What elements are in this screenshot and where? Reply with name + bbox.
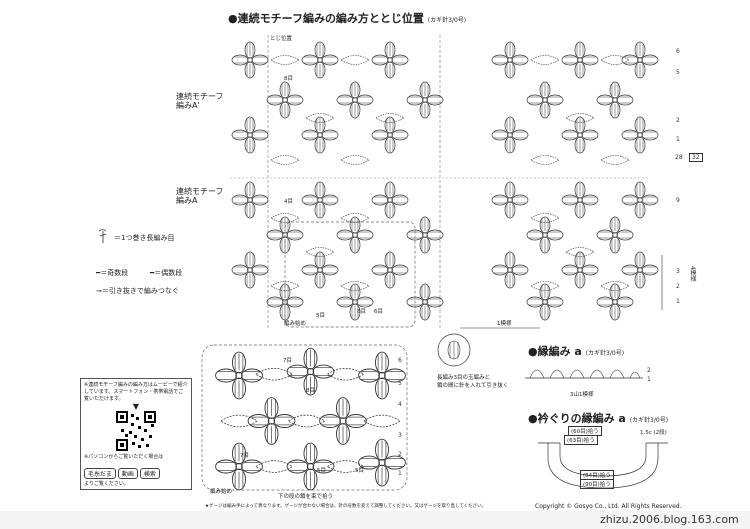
zoom-start-label: 編み始め — [210, 489, 233, 495]
collar-width: 1.5c (2段) — [640, 430, 667, 436]
collar-pick-4: (90目)拾う — [580, 479, 614, 489]
edge-a-row: 2 — [647, 367, 651, 374]
watermark: zhizu.2006.blog.163.com — [600, 513, 739, 526]
qr-panel: ※連続モチーフ編みの編み方はムービーで紹介しています。スマートフォン・携帯電話で… — [80, 378, 192, 490]
row-marker: 28 — [675, 154, 683, 161]
row-box-label: 32 — [689, 153, 703, 162]
stitch-count: 4目 — [284, 199, 293, 205]
bead-detail-drawing — [437, 333, 471, 367]
page-title: ●連続モチーフ編みの編み方ととじ位置 (カギ針3/0号) — [228, 12, 467, 25]
row-marker: 3 — [676, 268, 680, 275]
zoom-row-marker: 5 — [398, 380, 402, 387]
legend-slip-join: ⊸＝引き抜きで編みつなぐ — [96, 287, 179, 295]
edge-a-row: 1 — [647, 376, 651, 383]
row-marker: 2 — [676, 283, 680, 290]
legend-even-row: ━＝偶数段 — [150, 269, 183, 277]
hook-note: (カギ針3/0号) — [427, 17, 467, 24]
row-marker: 1 — [676, 136, 680, 143]
qr-code[interactable] — [116, 411, 156, 451]
zoom-lace-chart — [201, 344, 408, 491]
even-row-icon: ━ — [150, 269, 155, 277]
qr-intro: ※連続モチーフ編みの編み方はムービーで紹介しています。スマートフォン・携帯電話で… — [84, 382, 188, 402]
stitch-count: 5目 — [316, 313, 325, 319]
motif-a-prime-label: 連続モチーフ 編みA' — [176, 92, 224, 110]
zoom-row-marker: 1 — [398, 470, 402, 477]
row-marker: 1 — [676, 298, 680, 305]
row-marker: 2 — [676, 117, 680, 124]
row-marker: 6 — [676, 48, 680, 55]
after-button-note: よりご覧ください。 — [84, 481, 129, 487]
bead-note: 長編み3目の玉編みと 鎖の間に針を入れて引き抜く — [437, 375, 509, 389]
zoom-bottom-note: 下の段の鎖を束で拾う — [278, 494, 334, 500]
edge-a-repeat: 3山1模様 — [570, 392, 594, 398]
search-button[interactable]: 検索 — [139, 468, 160, 479]
copyright: Copyright © Gosyo Co., Ltd. All Rights R… — [535, 503, 682, 510]
zoom-stitch-count: 7目 — [283, 358, 292, 364]
stitch-count: 8目 — [284, 76, 293, 82]
treble-crochet-icon — [98, 229, 107, 243]
video-button[interactable]: 動画 — [117, 468, 138, 479]
stitch-count: 8目 — [357, 309, 366, 315]
pc-note: ※パソコンからご覧いただく場合は — [84, 454, 164, 460]
legend-odd-row: ━＝奇数段 — [96, 269, 129, 277]
arrow-down-icon: ▼ — [132, 402, 140, 411]
zoom-row-marker: 6 — [398, 357, 402, 364]
zoom-stitch-count: 8目 — [306, 388, 315, 394]
pattern-count-label: 4模様 — [689, 266, 696, 282]
collar-title: ●衿ぐりの縁編み a (カギ針3/0号) — [528, 412, 669, 425]
edge-a-chart — [525, 369, 643, 379]
start-label: 編み始め — [284, 321, 307, 327]
repeat-label: 1模様 — [497, 321, 512, 327]
edge-a-title: ●縁編み a (カギ針3/0号) — [528, 345, 625, 358]
zoom-row-marker: 4 — [398, 401, 402, 408]
slip-stitch-icon: ⊸ — [96, 287, 102, 295]
legend-treble: ＝1つ巻き長編み目 — [114, 234, 175, 242]
odd-row-icon: ━ — [96, 269, 101, 277]
stitch-count: 6目 — [374, 309, 383, 315]
row-marker: 9 — [676, 197, 680, 204]
collar-pick-2: (63目)拾う — [564, 435, 598, 445]
row-marker: 5 — [676, 69, 680, 76]
keito-dama-button[interactable]: 毛糸だま — [84, 468, 116, 479]
zoom-stitch-count: 5目 — [317, 468, 326, 474]
seam-position-label: とじ位置 — [270, 36, 293, 42]
legend: ＝1つ巻き長編み目 — [94, 229, 175, 243]
footer-bar — [0, 511, 750, 529]
main-lace-chart — [230, 35, 663, 330]
gauge-note: ★ゲージは編み手によって異なります。ゲージが合わない場合は、針の号数を変えて調整… — [205, 504, 487, 509]
zoom-stitch-count: 7目 — [240, 453, 249, 459]
zoom-stitch-count: 5目 — [355, 468, 364, 474]
zoom-row-marker: 2 — [398, 451, 402, 458]
motif-a-label: 連続モチーフ 編みA — [176, 187, 224, 205]
zoom-row-marker: 3 — [398, 432, 402, 439]
